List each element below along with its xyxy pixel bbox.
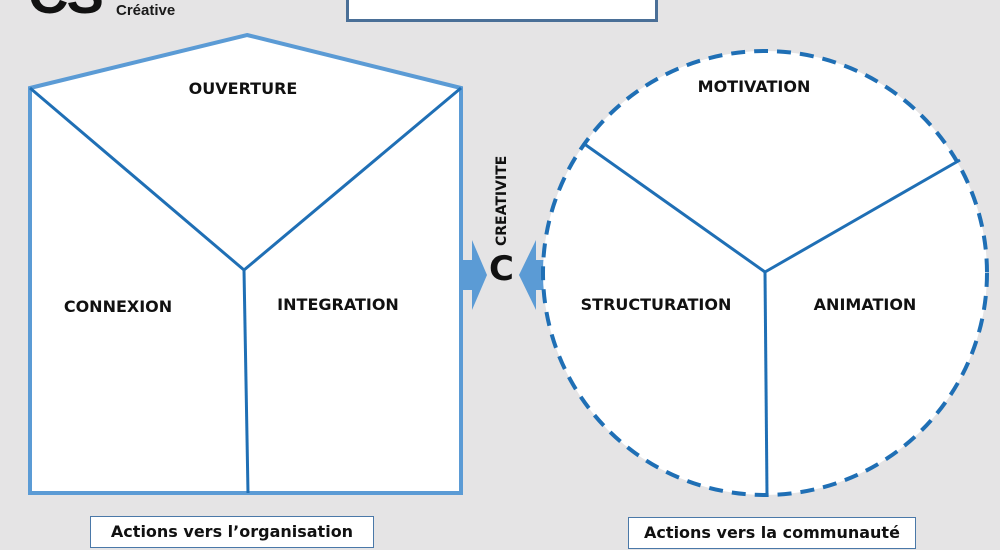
circle-divider-vertical xyxy=(763,271,769,496)
logo-wordmark: Créative xyxy=(116,2,176,19)
label-animation: ANIMATION xyxy=(813,295,917,314)
creativity-letter: C xyxy=(489,249,514,289)
label-motivation: MOTIVATION xyxy=(697,77,811,96)
label-structuration: STRUCTURATION xyxy=(580,295,732,314)
logo-mark: CS xyxy=(28,0,104,22)
label-creativite: CREATIVITE xyxy=(494,155,510,246)
circle-divider-left xyxy=(582,141,766,274)
label-ouverture: OUVERTURE xyxy=(188,79,298,98)
label-integration: INTEGRATION xyxy=(277,295,399,314)
arrow-right-icon xyxy=(463,240,487,310)
arrow-left-icon xyxy=(519,240,545,310)
circle-divider-right xyxy=(764,158,961,274)
house-outline xyxy=(28,32,463,495)
caption-communaute: Actions vers la communauté xyxy=(628,517,916,549)
house-divider-left xyxy=(29,86,245,272)
title-box xyxy=(346,0,658,22)
label-connexion: CONNEXION xyxy=(63,297,173,316)
house-divider-vertical xyxy=(242,269,250,494)
house-divider-right xyxy=(243,86,462,272)
caption-organisation: Actions vers l’organisation xyxy=(90,516,374,548)
